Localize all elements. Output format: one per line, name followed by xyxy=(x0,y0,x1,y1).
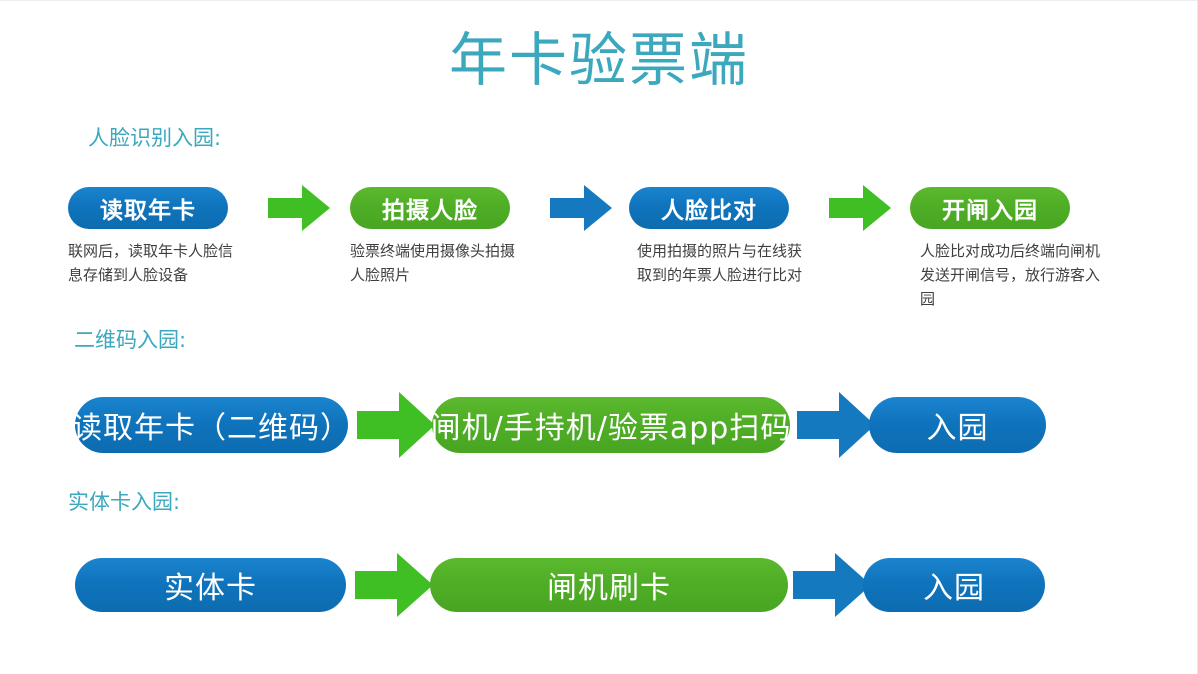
arrow-blue-right-icon xyxy=(550,183,612,233)
step-pill-scan-qrcode[interactable]: 闸机/手持机/验票app扫码 xyxy=(431,397,790,453)
section-label-face-recognition: 人脸识别入园: xyxy=(88,126,222,150)
step-pill-face-compare[interactable]: 人脸比对 xyxy=(629,187,789,229)
arrow-blue-right-icon xyxy=(793,550,871,620)
step-pill-read-card-qrcode[interactable]: 读取年卡（二维码） xyxy=(72,397,350,453)
arrow-green-right-icon xyxy=(355,550,433,620)
step-pill-capture-face[interactable]: 拍摄人脸 xyxy=(350,187,510,229)
section-label-qrcode: 二维码入园: xyxy=(74,328,187,352)
step-description-face-compare: 使用拍摄的照片与在线获取到的年票人脸进行比对 xyxy=(637,242,803,284)
step-description-open-gate: 人脸比对成功后终端向闸机发送开闸信号，放行游客入园 xyxy=(920,242,1101,308)
step-description-capture-face: 验票终端使用摄像头拍摄人脸照片 xyxy=(350,242,516,284)
arrow-green-right-icon xyxy=(357,389,435,461)
step-pill-physical-card[interactable]: 实体卡 xyxy=(75,558,346,612)
step-pill-enter-park-qrcode[interactable]: 入园 xyxy=(869,397,1046,453)
step-description-read-card: 联网后，读取年卡人脸信息存储到人脸设备 xyxy=(68,242,234,284)
section-label-physical-card: 实体卡入园: xyxy=(68,490,181,514)
arrow-green-right-icon xyxy=(268,183,330,233)
arrow-green-right-icon xyxy=(829,183,891,233)
page-title: 年卡验票端 xyxy=(448,26,749,94)
step-pill-enter-park-physical[interactable]: 入园 xyxy=(863,558,1045,612)
step-pill-open-gate[interactable]: 开闸入园 xyxy=(910,187,1070,229)
arrow-blue-right-icon xyxy=(797,389,875,461)
step-pill-gate-swipe[interactable]: 闸机刷卡 xyxy=(430,558,788,612)
step-pill-read-card[interactable]: 读取年卡 xyxy=(68,187,228,229)
